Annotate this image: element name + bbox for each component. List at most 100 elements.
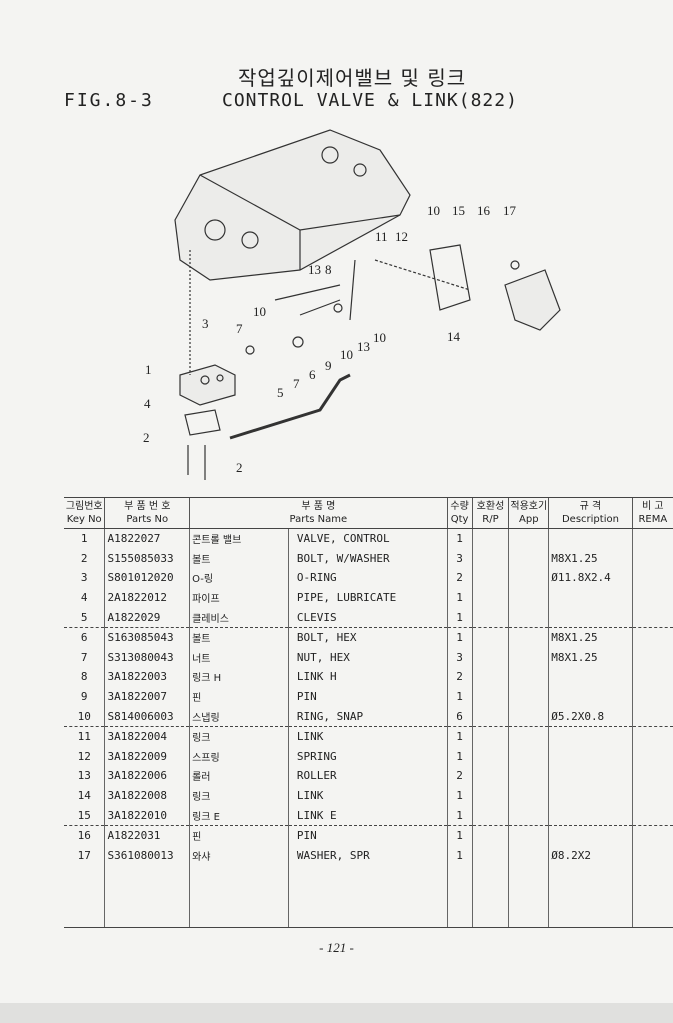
page-number: - 121 - — [319, 940, 354, 955]
callout-10: 10 — [340, 347, 353, 362]
callout-10: 10 — [373, 330, 386, 345]
part-number-cell: 3A1822009 — [104, 746, 190, 767]
part-name-cell: O-RING — [287, 568, 448, 588]
callout-12: 12 — [395, 229, 408, 244]
quantity-cell: 2 — [446, 766, 473, 786]
empty-cell — [631, 865, 673, 929]
quantity-cell: 1 — [446, 785, 473, 806]
remarks-cell — [631, 627, 673, 648]
quantity-cell: 1 — [446, 587, 473, 608]
rp-cell — [471, 825, 509, 846]
key-cell: 17 — [77, 848, 91, 862]
key-cell: 12 — [77, 749, 91, 763]
part-name-cell: LINK E — [287, 805, 448, 826]
app-cell — [508, 528, 549, 549]
callout-10: 10 — [427, 203, 440, 218]
remarks-cell — [631, 706, 673, 727]
app-cell — [508, 647, 549, 668]
part-name-cell: PIPE, LUBRICATE — [287, 587, 448, 608]
app-cell — [508, 785, 549, 806]
callout-13: 13 — [357, 339, 370, 354]
rp-cell — [471, 627, 509, 648]
part-number-cell: 3A1822003 — [104, 667, 190, 687]
callout-6: 6 — [309, 367, 316, 382]
part-name-cell: PIN — [287, 686, 448, 707]
quantity-cell: 1 — [446, 726, 473, 747]
app-cell — [508, 766, 549, 786]
korean-name-cell: O-링 — [189, 568, 289, 588]
key-cell: 6 — [80, 631, 88, 645]
empty-cell — [446, 865, 473, 929]
description-cell: Ø5.2X0.8 — [548, 706, 633, 727]
app-cell — [508, 686, 549, 707]
part-number-cell: S163085043 — [104, 627, 190, 648]
description-cell — [548, 785, 633, 806]
figure-number: FIG.8-3 — [64, 90, 154, 111]
korean-name-cell: 롤러 — [189, 766, 289, 786]
key-cell: 16 — [77, 829, 91, 843]
korean-name-cell: 와샤 — [189, 845, 289, 866]
quantity-cell: 2 — [446, 667, 473, 687]
callout-13: 13 — [308, 262, 321, 277]
rp-cell — [471, 667, 509, 687]
empty-cell — [287, 865, 448, 929]
quantity-cell: 1 — [446, 627, 473, 648]
part-name-cell: SPRING — [287, 746, 448, 767]
rp-cell — [471, 647, 509, 668]
rp-cell — [471, 568, 509, 588]
part-number-cell: 3A1822008 — [104, 785, 190, 806]
part-number-cell: S313080043 — [104, 647, 190, 668]
rp-cell — [471, 766, 509, 786]
key-cell: 5 — [64, 607, 105, 628]
app-cell — [508, 568, 549, 588]
description-cell — [548, 528, 633, 549]
callout-7: 7 — [293, 376, 300, 391]
key-cell: 8 — [80, 670, 88, 684]
callout-3: 3 — [202, 316, 209, 331]
rp-cell — [471, 686, 509, 707]
remarks-cell — [631, 647, 673, 668]
rp-cell — [471, 548, 509, 569]
callout-10: 10 — [253, 304, 266, 319]
part-number-cell: A1822031 — [104, 825, 190, 846]
rp-cell — [471, 607, 509, 628]
remarks-cell — [631, 746, 673, 767]
description-cell — [548, 825, 633, 846]
remarks-cell — [631, 568, 673, 588]
korean-name-cell: 스프링 — [189, 746, 289, 767]
part-number-cell: 3A1822006 — [104, 766, 190, 786]
korean-name-cell: 너트 — [189, 647, 289, 668]
part-name-cell: CLEVIS — [287, 607, 448, 628]
key-cell: 9 — [80, 690, 88, 704]
remarks-cell — [631, 607, 673, 628]
rp-cell — [471, 587, 509, 608]
quantity-cell: 1 — [446, 845, 473, 866]
korean-name-cell: 링크 E — [189, 805, 289, 826]
callout-4: 4 — [144, 396, 151, 411]
korean-name-cell: 스냅링 — [189, 706, 289, 727]
quantity-cell: 1 — [446, 607, 473, 628]
korean-name-cell: 볼트 — [189, 627, 289, 648]
app-cell — [508, 706, 549, 727]
part-number-cell: 2A1822012 — [104, 587, 190, 608]
empty-cell — [548, 865, 633, 929]
quantity-cell: 3 — [446, 647, 473, 668]
description-cell — [548, 667, 633, 687]
part-number-cell: S155085033 — [104, 548, 190, 569]
description-cell: M8X1.25 — [548, 627, 633, 648]
empty-cell — [189, 865, 289, 929]
description-cell: Ø8.2X2 — [548, 845, 633, 866]
key-cell: 11 — [77, 730, 91, 744]
app-cell — [508, 607, 549, 628]
